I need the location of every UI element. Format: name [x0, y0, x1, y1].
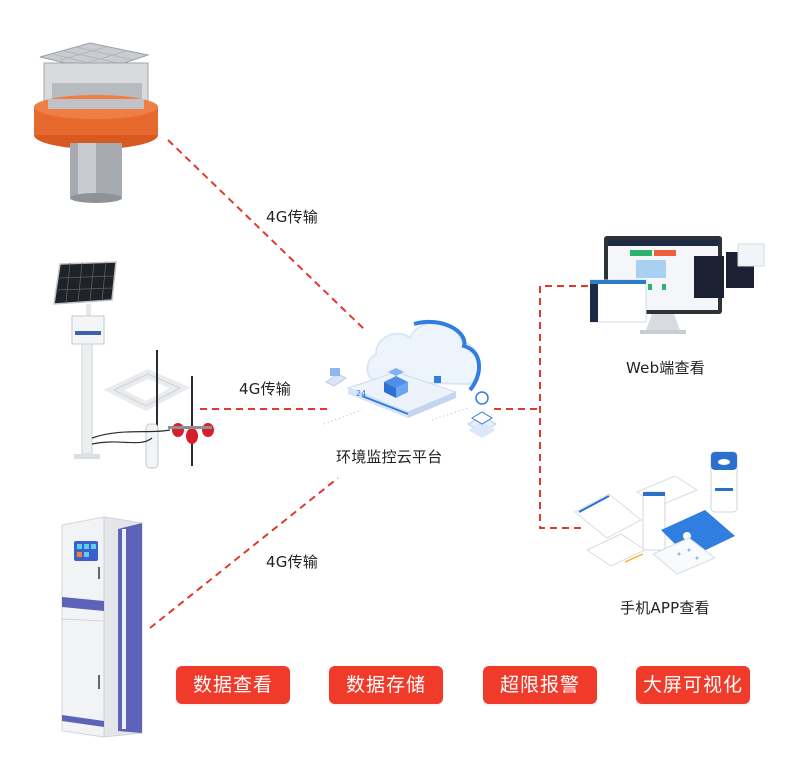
platform-label: 环境监控云平台 [336, 448, 443, 466]
link-label-pole: 4G传输 [239, 380, 291, 398]
link-label-cabinet: 4G传输 [266, 553, 318, 571]
platform-badge: 24 [356, 389, 366, 398]
link-label-buoy: 4G传输 [266, 208, 318, 226]
buoy-station-image [30, 35, 170, 210]
feature-big-screen-button[interactable]: 大屏可视化 [636, 666, 750, 704]
feature-data-view-button[interactable]: 数据查看 [176, 666, 290, 704]
mobile-app-image [565, 446, 745, 586]
feature-data-storage-button[interactable]: 数据存储 [329, 666, 443, 704]
app-view-label: 手机APP查看 [620, 599, 710, 617]
cloud-platform-graphic: 24 [322, 312, 502, 462]
web-view-label: Web端查看 [626, 359, 705, 377]
feature-alarm-button[interactable]: 超限报警 [483, 666, 597, 704]
cabinet-station-image [60, 515, 150, 740]
web-dashboard-image [589, 234, 770, 344]
pole-station-image [50, 258, 220, 473]
